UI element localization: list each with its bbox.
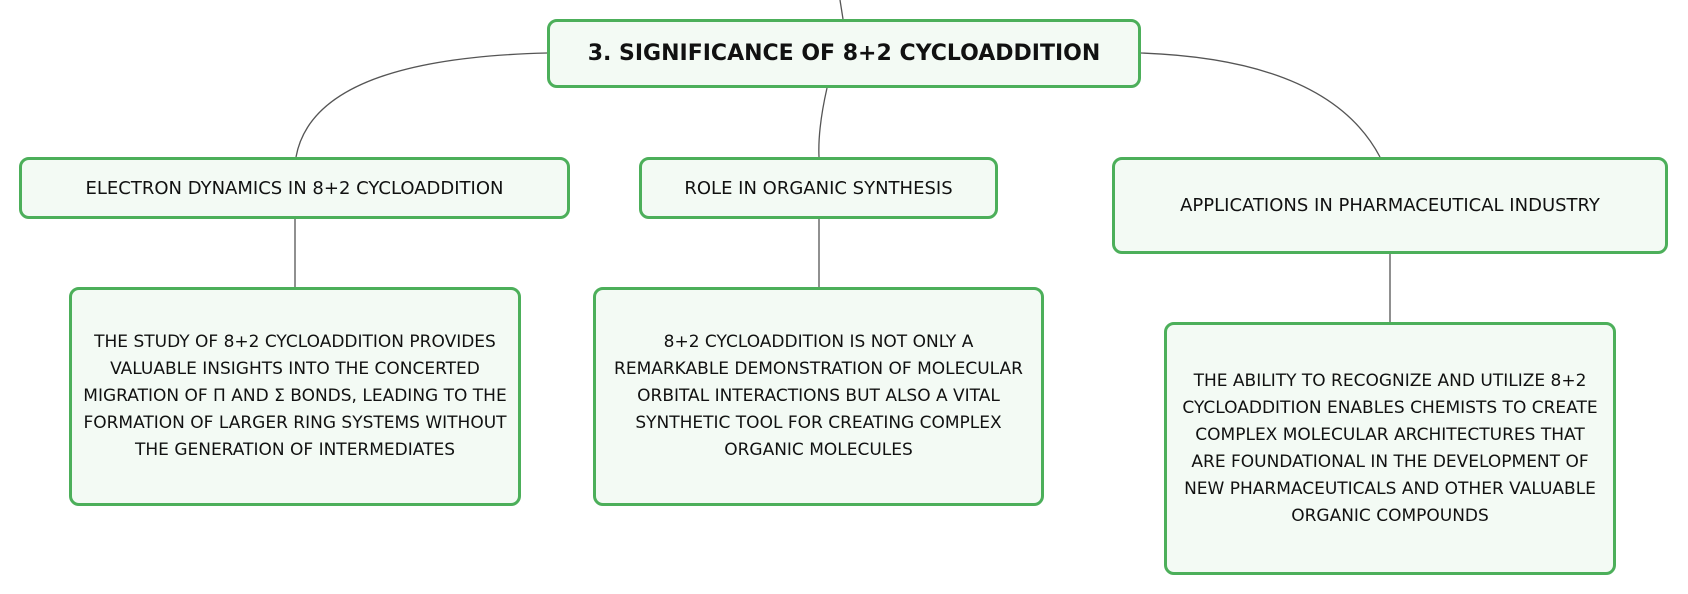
connector-root-to-branch-3 — [1140, 52, 1381, 158]
leaf-node-organic-synthesis[interactable]: 8+2 CYCLOADDITION IS NOT ONLY A REMARKAB… — [593, 287, 1044, 506]
branch-node-organic-synthesis[interactable]: ROLE IN ORGANIC SYNTHESIS — [639, 157, 998, 219]
branch-node-electron-dynamics[interactable]: ELECTRON DYNAMICS IN 8+2 CYCLOADDITION — [19, 157, 570, 219]
leaf-text: THE ABILITY TO RECOGNIZE AND UTILIZE 8+2… — [1182, 370, 1598, 526]
leaf-node-electron-dynamics[interactable]: THE STUDY OF 8+2 CYCLOADDITION PROVIDES … — [69, 287, 521, 506]
branch-label: ROLE IN ORGANIC SYNTHESIS — [684, 177, 953, 199]
connector-root-to-branch-2 — [818, 87, 828, 158]
leaf-node-pharmaceutical[interactable]: THE ABILITY TO RECOGNIZE AND UTILIZE 8+2… — [1164, 322, 1616, 575]
root-title: 3. SIGNIFICANCE OF 8+2 CYCLOADDITION — [587, 41, 1101, 66]
branch-node-pharmaceutical[interactable]: APPLICATIONS IN PHARMACEUTICAL INDUSTRY — [1112, 157, 1668, 254]
branch-label: ELECTRON DYNAMICS IN 8+2 CYCLOADDITION — [85, 177, 504, 199]
root-node[interactable]: 3. SIGNIFICANCE OF 8+2 CYCLOADDITION — [547, 19, 1141, 88]
leaf-text: THE STUDY OF 8+2 CYCLOADDITION PROVIDES … — [83, 332, 507, 460]
connector-root-to-branch-1 — [295, 52, 548, 158]
leaf-text: 8+2 CYCLOADDITION IS NOT ONLY A REMARKAB… — [614, 332, 1023, 460]
connector-from-parent — [839, 0, 844, 20]
branch-label: APPLICATIONS IN PHARMACEUTICAL INDUSTRY — [1180, 195, 1600, 216]
